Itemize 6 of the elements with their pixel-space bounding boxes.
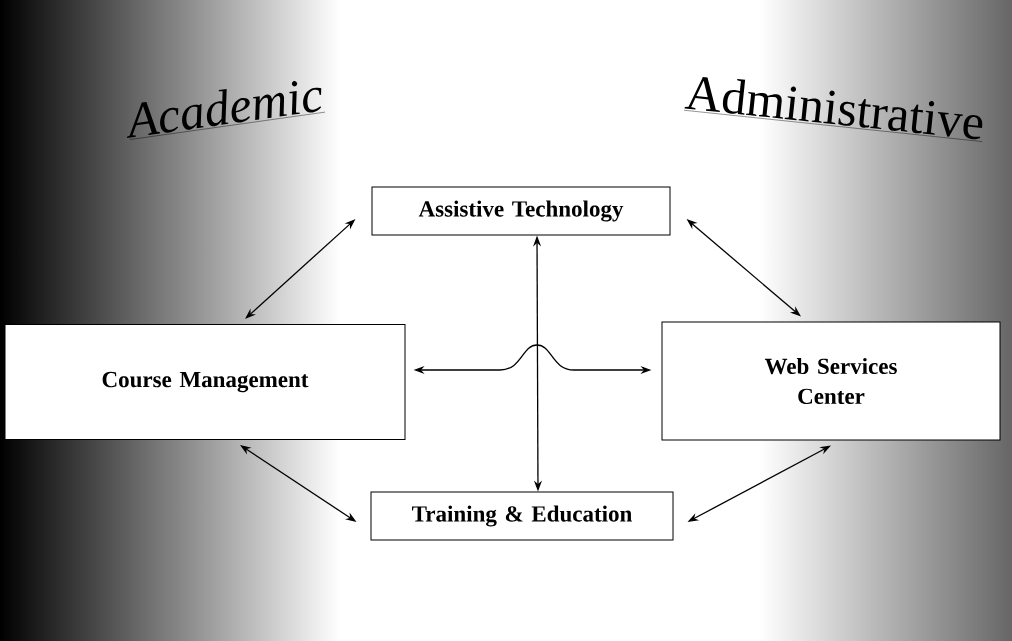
box: Web Services Center bbox=[661, 321, 1001, 441]
heading: Administrative bbox=[683, 77, 983, 142]
box: Course Management bbox=[4, 324, 406, 440]
box: Assistive Technology bbox=[371, 186, 671, 236]
box: Training & Education bbox=[370, 491, 674, 541]
heading: Academic bbox=[126, 81, 326, 140]
